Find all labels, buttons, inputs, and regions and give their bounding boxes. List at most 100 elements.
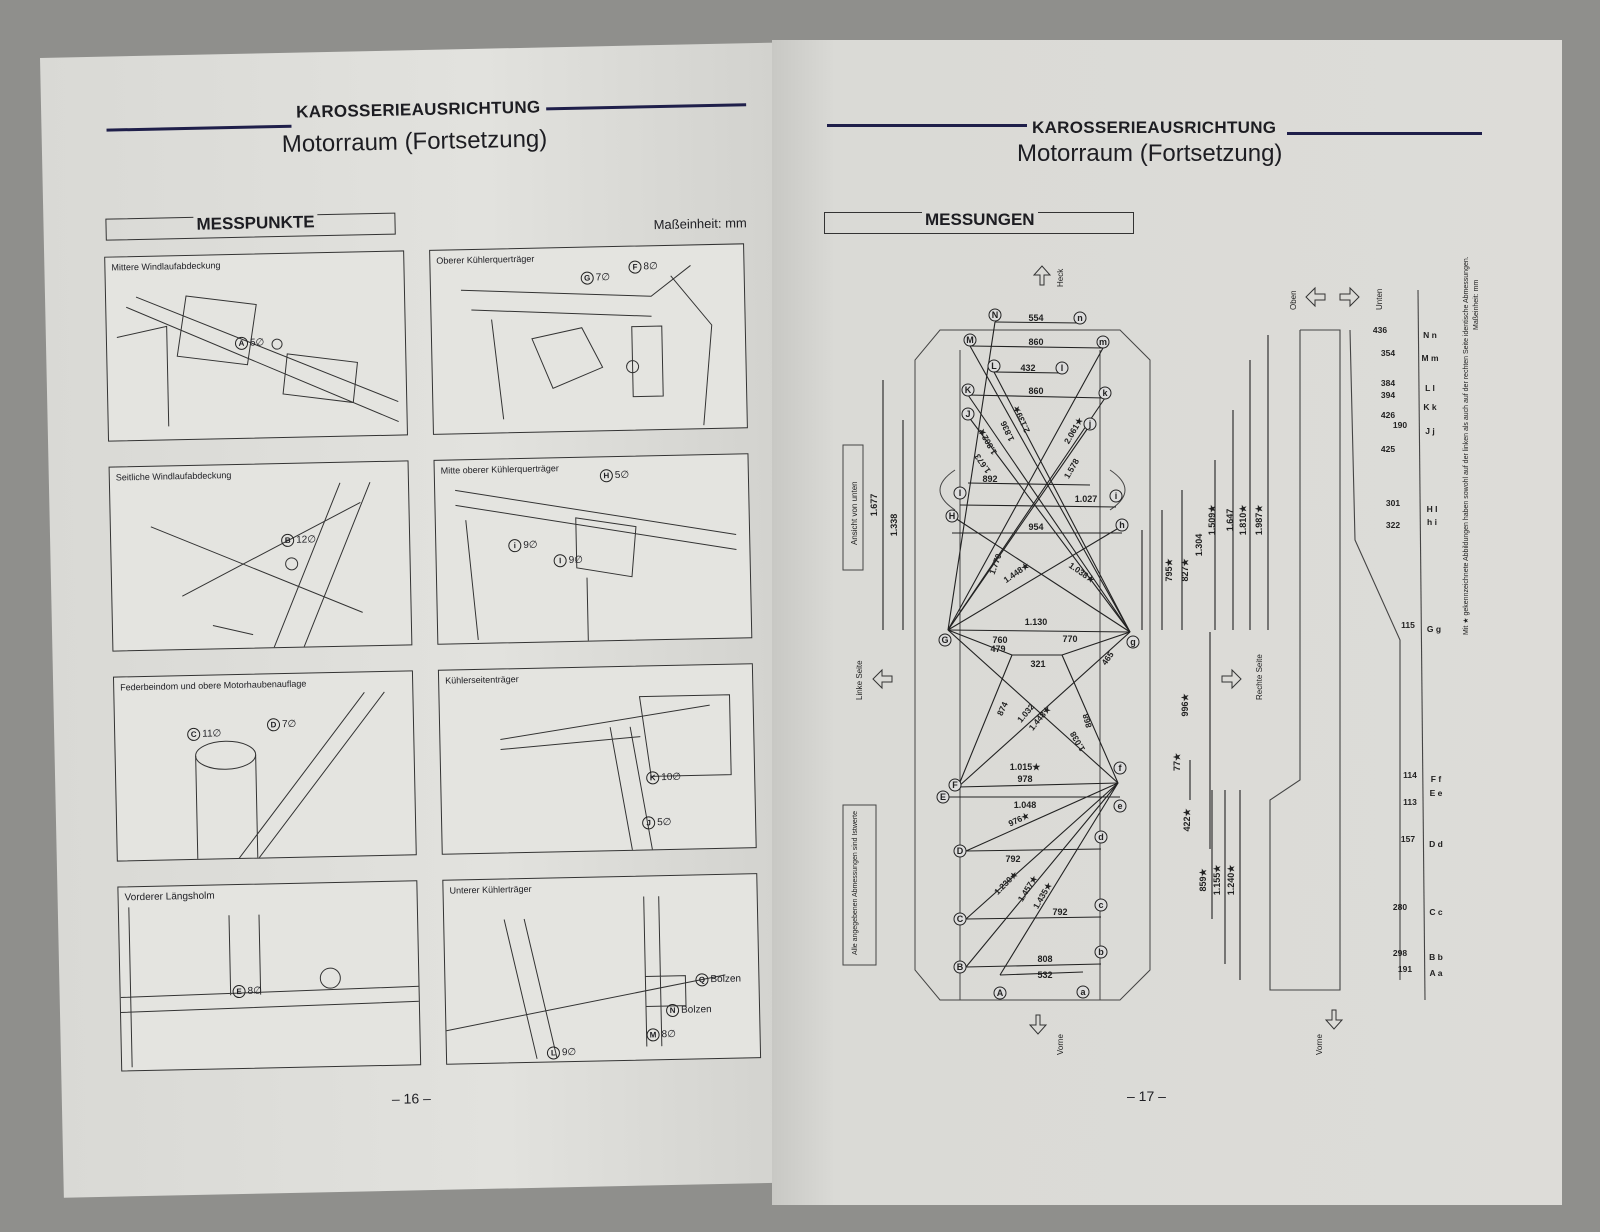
svg-text:1.810★: 1.810★	[1238, 504, 1248, 536]
svg-text:384: 384	[1381, 378, 1395, 388]
svg-text:1.448★: 1.448★	[1002, 559, 1033, 585]
svg-text:D d: D d	[1429, 839, 1443, 849]
svg-text:191: 191	[1398, 964, 1412, 974]
point-b: b	[1094, 945, 1108, 959]
svg-text:1.578: 1.578	[1062, 457, 1081, 481]
part-drawing	[455, 489, 737, 643]
section-header: KAROSSERIEAUSRICHTUNG	[1032, 118, 1277, 137]
svg-text:954: 954	[1028, 522, 1043, 532]
svg-text:114: 114	[1403, 770, 1417, 780]
svg-text:432: 432	[1020, 363, 1035, 373]
svg-text:F: F	[952, 780, 958, 790]
point-k: k	[1098, 386, 1112, 400]
section-title: MESSUNGEN	[922, 210, 1038, 230]
arrow-up-icon	[1032, 265, 1052, 286]
svg-text:426: 426	[1381, 410, 1395, 420]
measurement-lines	[882, 289, 1426, 1001]
svg-text:792: 792	[1052, 907, 1067, 917]
svg-text:Oben: Oben	[1289, 290, 1298, 310]
svg-text:C c: C c	[1429, 907, 1443, 917]
point-g: g	[1126, 635, 1140, 649]
svg-text:A: A	[997, 988, 1004, 998]
svg-text:H I: H I	[1427, 504, 1438, 514]
svg-text:1.130: 1.130	[1025, 617, 1048, 627]
svg-text:892: 892	[982, 474, 997, 484]
svg-text:J j: J j	[1425, 426, 1434, 436]
svg-text:l: l	[1061, 363, 1064, 373]
svg-text:394: 394	[1381, 390, 1395, 400]
svg-text:Alle angegebenen Abmessungen s: Alle angegebenen Abmessungen sind Istwer…	[852, 811, 859, 955]
point-F: F	[948, 778, 962, 792]
svg-text:d: d	[1098, 832, 1104, 842]
svg-text:77★: 77★	[1172, 752, 1182, 771]
point-e: e	[1113, 799, 1127, 813]
point-N: N	[988, 308, 1002, 322]
svg-text:190: 190	[1393, 420, 1407, 430]
measurement-points: N n M m L l K k J j I i H h G g F f E e …	[936, 308, 1140, 1000]
point-h: h	[1115, 518, 1129, 532]
svg-text:1.677: 1.677	[869, 494, 879, 517]
svg-text:g: g	[1130, 637, 1136, 647]
svg-text:860: 860	[1028, 337, 1043, 347]
svg-text:321: 321	[1030, 659, 1045, 669]
svg-text:532: 532	[1037, 970, 1052, 980]
svg-text:C: C	[957, 914, 964, 924]
left-page: KAROSSERIEAUSRICHTUNG Motorraum (Fortset…	[40, 42, 799, 1198]
svg-text:860: 860	[1028, 386, 1043, 396]
svg-text:760: 760	[992, 635, 1007, 645]
svg-text:N: N	[992, 310, 999, 320]
svg-text:f: f	[1119, 763, 1123, 773]
header-rule-right	[1287, 132, 1482, 135]
part-drawing	[460, 265, 713, 426]
svg-text:B: B	[957, 962, 964, 972]
svg-text:i: i	[1115, 491, 1118, 501]
svg-text:1.230★: 1.230★	[992, 868, 1020, 896]
side-view-labels: 436 N n 354 M m 384 L l 394 426 K k 190 425 J…	[1373, 325, 1443, 978]
svg-text:795★: 795★	[1164, 558, 1174, 582]
part-drawing	[195, 691, 385, 861]
part-drawing	[116, 295, 399, 427]
page-subtitle: Motorraum (Fortsetzung)	[1017, 140, 1283, 167]
part-drawing	[446, 896, 726, 1059]
svg-text:554: 554	[1028, 313, 1043, 323]
svg-text:M m: M m	[1422, 353, 1439, 363]
svg-text:792: 792	[1005, 854, 1020, 864]
svg-text:322: 322	[1386, 520, 1400, 530]
svg-text:B b: B b	[1429, 952, 1443, 962]
svg-text:m: m	[1099, 337, 1107, 347]
svg-text:1.647: 1.647	[1225, 509, 1235, 532]
arrow-right-icon	[1339, 286, 1360, 308]
svg-text:k: k	[1102, 388, 1108, 398]
svg-text:425: 425	[1381, 444, 1395, 454]
svg-text:157: 157	[1401, 834, 1415, 844]
svg-text:I: I	[959, 488, 962, 498]
svg-text:K k: K k	[1423, 402, 1437, 412]
point-L: L	[987, 359, 1001, 373]
svg-text:976★: 976★	[1007, 810, 1032, 829]
panel-federbeindom: Federbeindom und obere Motorhaubenauflag…	[112, 670, 417, 862]
note-box	[842, 804, 877, 966]
svg-text:113: 113	[1403, 797, 1417, 807]
point-C: C	[953, 912, 967, 926]
svg-text:354: 354	[1381, 348, 1395, 358]
svg-text:L l: L l	[1425, 383, 1435, 393]
point-J: J	[961, 407, 975, 421]
point-H: H	[945, 509, 959, 523]
svg-text:a: a	[1080, 987, 1086, 997]
svg-text:b: b	[1098, 947, 1104, 957]
point-c: c	[1094, 898, 1108, 912]
header-rule-left	[827, 124, 1027, 127]
page-number: – 17 –	[1127, 1088, 1166, 1104]
svg-text:115: 115	[1401, 620, 1415, 630]
svg-text:436: 436	[1373, 325, 1387, 335]
svg-text:Heck: Heck	[1056, 268, 1065, 287]
view-label-box	[842, 444, 864, 571]
svg-text:Maßeinheit: mm: Maßeinheit: mm	[1473, 280, 1480, 330]
svg-text:Linke Seite: Linke Seite	[855, 660, 864, 700]
svg-text:N n: N n	[1423, 330, 1437, 340]
